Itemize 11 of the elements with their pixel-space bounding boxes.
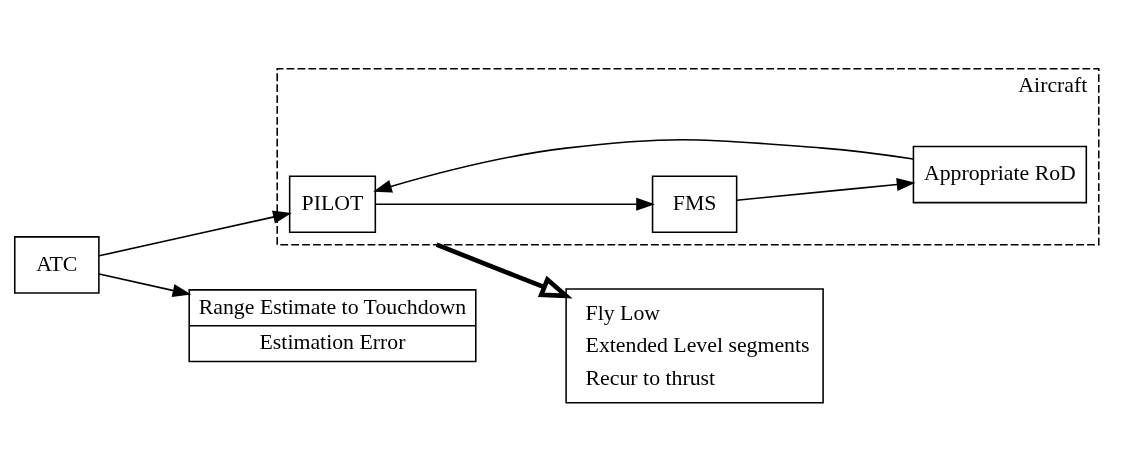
arrow xyxy=(435,242,573,298)
arrow xyxy=(98,210,292,257)
arrow xyxy=(736,177,916,201)
node-box: FMS xyxy=(651,174,738,233)
arrow xyxy=(98,272,192,297)
node-box: Appropriate RoD xyxy=(912,145,1088,203)
arrow xyxy=(373,138,914,193)
node-box: ATC xyxy=(14,235,100,294)
node-box: PILOT xyxy=(288,174,377,233)
node-box: Fly Low Extended Level segments Recur to thrust xyxy=(565,287,824,404)
arrow xyxy=(375,197,655,211)
